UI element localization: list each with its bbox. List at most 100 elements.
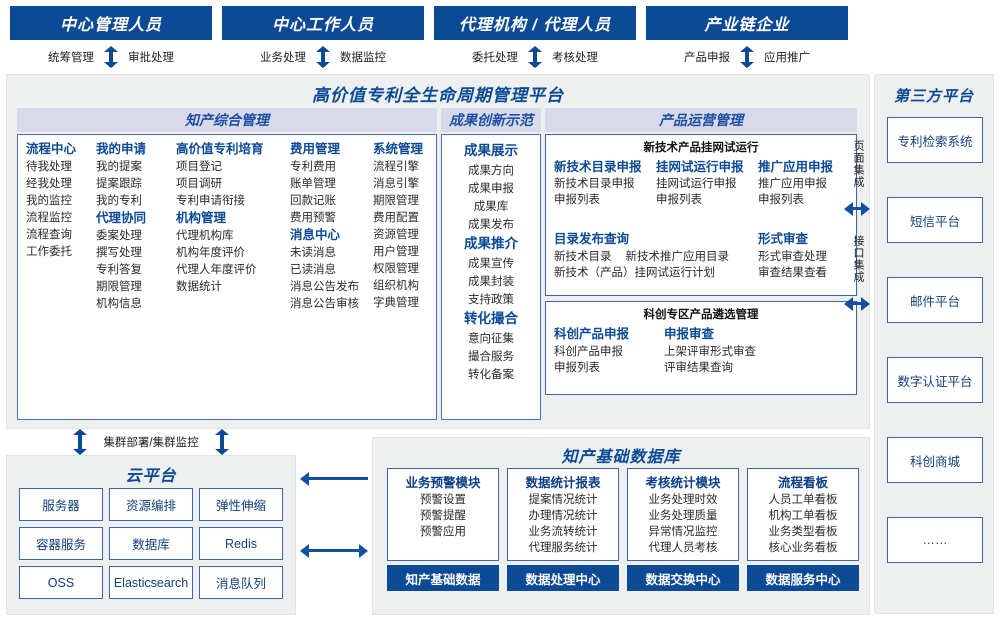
third-party-item-1[interactable]: 短信平台 [887, 197, 983, 243]
menu-item[interactable]: 审查结果查看 [758, 267, 827, 279]
db-item[interactable]: 预警设置 [420, 494, 466, 506]
menu-item[interactable]: 挂网试运行申报 [656, 178, 737, 190]
menu-item[interactable]: 委案处理 [96, 230, 142, 242]
group-title-成果推介[interactable]: 成果推介 [464, 236, 518, 251]
menu-item[interactable]: 我的专利 [96, 195, 142, 207]
persona-title-2[interactable]: 代理机构 / 代理人员 [434, 6, 636, 40]
menu-item[interactable]: 工作委托 [26, 246, 72, 258]
third-party-item-4[interactable]: 科创商城 [887, 437, 983, 483]
menu-item[interactable]: 申报列表 [554, 362, 600, 374]
third-party-item-2[interactable]: 邮件平台 [887, 277, 983, 323]
group-title-推广应用申报[interactable]: 推广应用申报 [758, 160, 834, 174]
menu-item[interactable]: 未读消息 [290, 247, 336, 259]
menu-item[interactable]: 用户管理 [373, 246, 419, 258]
menu-item[interactable]: 已读消息 [290, 264, 336, 276]
group-title-消息中心[interactable]: 消息中心 [290, 228, 341, 242]
menu-item[interactable]: 新技术（产品）挂网试运行计划 [554, 267, 715, 279]
group-title-新技术目录申报[interactable]: 新技术目录申报 [554, 160, 642, 174]
menu-item[interactable]: 上架评审形式审查 [664, 346, 756, 358]
menu-item[interactable]: 申报列表 [554, 194, 600, 206]
menu-item[interactable]: 成果库 [473, 201, 509, 213]
menu-item[interactable]: 费用配置 [373, 212, 419, 224]
group-title-挂网试运行申报[interactable]: 挂网试运行申报 [656, 160, 744, 174]
group-title-目录发布查询[interactable]: 目录发布查询 [554, 232, 630, 246]
group-title-流程中心[interactable]: 流程中心 [26, 142, 77, 156]
cloud-cell-6[interactable]: OSS [19, 566, 103, 599]
group-title-代理协同[interactable]: 代理协同 [96, 211, 147, 225]
cloud-cell-2[interactable]: 弹性伸缩 [199, 488, 283, 521]
cloud-cell-4[interactable]: 数据库 [109, 527, 193, 560]
db-item[interactable]: 预警提醒 [420, 510, 466, 522]
group-title-科创产品申报[interactable]: 科创产品申报 [554, 327, 630, 341]
db-item[interactable]: 业务处理质量 [648, 510, 718, 522]
db-item[interactable]: 人员工单看板 [768, 494, 838, 506]
menu-item[interactable]: 组织机构 [373, 280, 419, 292]
cloud-cell-0[interactable]: 服务器 [19, 488, 103, 521]
menu-item[interactable]: 项目调研 [176, 178, 222, 190]
persona-title-3[interactable]: 产业链企业 [646, 6, 848, 40]
menu-item[interactable]: 期限管理 [96, 281, 142, 293]
menu-item[interactable]: 撮合服务 [468, 351, 514, 363]
menu-item[interactable]: 转化备案 [468, 369, 514, 381]
menu-item[interactable]: 提案跟踪 [96, 178, 142, 190]
menu-item[interactable]: 账单管理 [290, 178, 336, 190]
group-title-费用管理[interactable]: 费用管理 [290, 142, 341, 156]
db-item[interactable]: 代理服务统计 [528, 542, 598, 554]
menu-item[interactable]: 专利费用 [290, 161, 336, 173]
db-item[interactable]: 代理人员考核 [648, 542, 718, 554]
menu-item[interactable]: 新技术推广应用目录 [625, 251, 730, 263]
menu-item[interactable]: 成果封装 [468, 276, 514, 288]
menu-item[interactable]: 申报列表 [656, 194, 702, 206]
menu-item[interactable]: 消息公告审核 [290, 298, 359, 310]
group-title-形式审查[interactable]: 形式审查 [758, 232, 809, 246]
third-party-item-0[interactable]: 专利检索系统 [887, 117, 983, 163]
menu-item[interactable]: 数据统计 [176, 281, 222, 293]
db-footer-3[interactable]: 数据服务中心 [747, 565, 859, 591]
menu-item[interactable]: 字典管理 [373, 297, 419, 309]
cloud-cell-5[interactable]: Redis [199, 527, 283, 560]
menu-item[interactable]: 期限管理 [373, 195, 419, 207]
persona-title-1[interactable]: 中心工作人员 [222, 6, 424, 40]
menu-item[interactable]: 回款记账 [290, 195, 336, 207]
menu-item[interactable]: 支持政策 [468, 294, 514, 306]
menu-item[interactable]: 消息引擎 [373, 178, 419, 190]
group-title-申报审查[interactable]: 申报审查 [664, 327, 715, 341]
cloud-cell-1[interactable]: 资源编排 [109, 488, 193, 521]
third-party-item-3[interactable]: 数字认证平台 [887, 357, 983, 403]
menu-item[interactable]: 评审结果查询 [664, 362, 733, 374]
menu-item[interactable]: 流程查询 [26, 229, 72, 241]
menu-item[interactable]: 形式审查处理 [758, 251, 827, 263]
db-item[interactable]: 办理情况统计 [528, 510, 598, 522]
menu-item[interactable]: 推广应用申报 [758, 178, 827, 190]
menu-item[interactable]: 我的监控 [26, 195, 72, 207]
db-item[interactable]: 核心业务看板 [768, 542, 838, 554]
persona-title-0[interactable]: 中心管理人员 [10, 6, 212, 40]
menu-item[interactable]: 新技术目录 [554, 251, 612, 263]
db-footer-2[interactable]: 数据交换中心 [627, 565, 739, 591]
menu-item[interactable]: 权限管理 [373, 263, 419, 275]
menu-item[interactable]: 费用预警 [290, 212, 336, 224]
menu-item[interactable]: 成果申报 [468, 183, 514, 195]
cloud-cell-7[interactable]: Elasticsearch [109, 566, 193, 599]
menu-item[interactable]: 成果方向 [468, 165, 514, 177]
menu-item[interactable]: 机构年度评价 [176, 247, 245, 259]
cloud-cell-8[interactable]: 消息队列 [199, 566, 283, 599]
menu-item[interactable]: 专利申请衔接 [176, 195, 245, 207]
menu-item[interactable]: 新技术目录申报 [554, 178, 635, 190]
menu-item[interactable]: 流程监控 [26, 212, 72, 224]
db-footer-0[interactable]: 知产基础数据 [387, 565, 499, 591]
cloud-cell-3[interactable]: 容器服务 [19, 527, 103, 560]
db-item[interactable]: 异常情况监控 [648, 526, 718, 538]
menu-item[interactable]: 经我处理 [26, 178, 72, 190]
db-item[interactable]: 业务流转统计 [528, 526, 598, 538]
group-title-机构管理[interactable]: 机构管理 [176, 211, 227, 225]
db-item[interactable]: 机构工单看板 [768, 510, 838, 522]
menu-item[interactable]: 成果宣传 [468, 258, 514, 270]
menu-item[interactable]: 成果发布 [468, 219, 514, 231]
menu-item[interactable]: 资源管理 [373, 229, 419, 241]
menu-item[interactable]: 撰写处理 [96, 247, 142, 259]
group-title-转化撮合[interactable]: 转化撮合 [464, 311, 518, 326]
group-title-系统管理[interactable]: 系统管理 [373, 142, 424, 156]
db-item[interactable]: 业务处理时效 [648, 494, 718, 506]
menu-item[interactable]: 流程引擎 [373, 161, 419, 173]
